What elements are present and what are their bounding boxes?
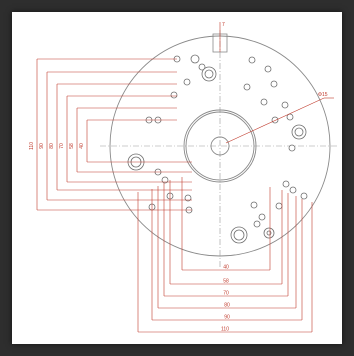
bottom-dimension-line: [169, 180, 283, 285]
bolt-hole: [275, 202, 283, 210]
bolt-hole: [184, 194, 192, 202]
left-dimension-line: [56, 83, 192, 191]
bolt-hole: [270, 80, 278, 88]
bolt-hole: [282, 180, 290, 188]
bolt-hole: [288, 144, 296, 152]
bolt-hole: [281, 101, 289, 109]
center-hole: [210, 136, 230, 156]
center-ring-inner: [185, 111, 255, 181]
bolt-hole: [250, 201, 258, 209]
bolt-hole: [183, 78, 191, 86]
bolt-hole: [300, 192, 308, 200]
bolt-hole: [264, 65, 272, 73]
bottom-dimension-line: [151, 189, 303, 321]
diameter-leader: [225, 97, 325, 144]
bolt-hole-inner: [233, 229, 245, 241]
bolt-hole: [198, 63, 206, 71]
technical-drawing: 7 Φ15 110 90 80 70 58 40 40 58 70 80 90 110: [29, 22, 337, 333]
left-dimension-label: 40: [79, 143, 85, 149]
bottom-dimension-label: 58: [223, 279, 229, 285]
left-dimension-line: [66, 95, 192, 183]
left-dimension-line: [46, 71, 192, 201]
bolt-hole: [161, 176, 169, 184]
top-dimension-label: 7: [222, 22, 225, 28]
bolt-hole: [253, 220, 261, 228]
bolt-hole: [289, 186, 297, 194]
bolt-hole-inner: [294, 127, 304, 137]
left-dimension-line: [76, 107, 192, 173]
bolt-hole: [170, 91, 178, 99]
bolt-hole-inner: [204, 69, 214, 79]
drawing-sheet: 7 Φ15 110 90 80 70 58 40 40 58 70 80 90 110: [12, 12, 342, 344]
diameter-label: Φ15: [318, 92, 328, 98]
left-dimension-line: [36, 58, 192, 211]
bottom-dimension-label: 40: [223, 265, 229, 271]
left-dimension-label: 70: [59, 143, 65, 149]
bottom-dimension-line: [181, 177, 271, 271]
bottom-dimension-label: 110: [221, 327, 229, 333]
center-ring: [183, 109, 257, 183]
bottom-dimension-line: [137, 192, 313, 333]
bolt-hole: [258, 213, 266, 221]
bottom-dimension-label: 80: [224, 303, 230, 309]
bolt-hole: [271, 116, 279, 124]
bolt-hole-inner: [266, 230, 272, 236]
left-dimension-label: 58: [69, 143, 75, 149]
bottom-dimension-label: 70: [223, 291, 229, 297]
bottom-dimension-line: [157, 186, 297, 309]
bottom-dimension-label: 90: [224, 315, 230, 321]
left-dimension-label: 80: [49, 143, 55, 149]
left-dimension-label: 90: [39, 143, 45, 149]
left-dimension-label: 110: [29, 142, 35, 150]
bolt-hole: [243, 83, 251, 91]
left-dimension-line: [86, 119, 192, 163]
bolt-hole: [286, 113, 294, 121]
bottom-dimension-line: [163, 183, 289, 297]
bolt-hole: [190, 54, 200, 64]
bolt-hole: [260, 98, 268, 106]
bolt-hole: [248, 56, 256, 64]
